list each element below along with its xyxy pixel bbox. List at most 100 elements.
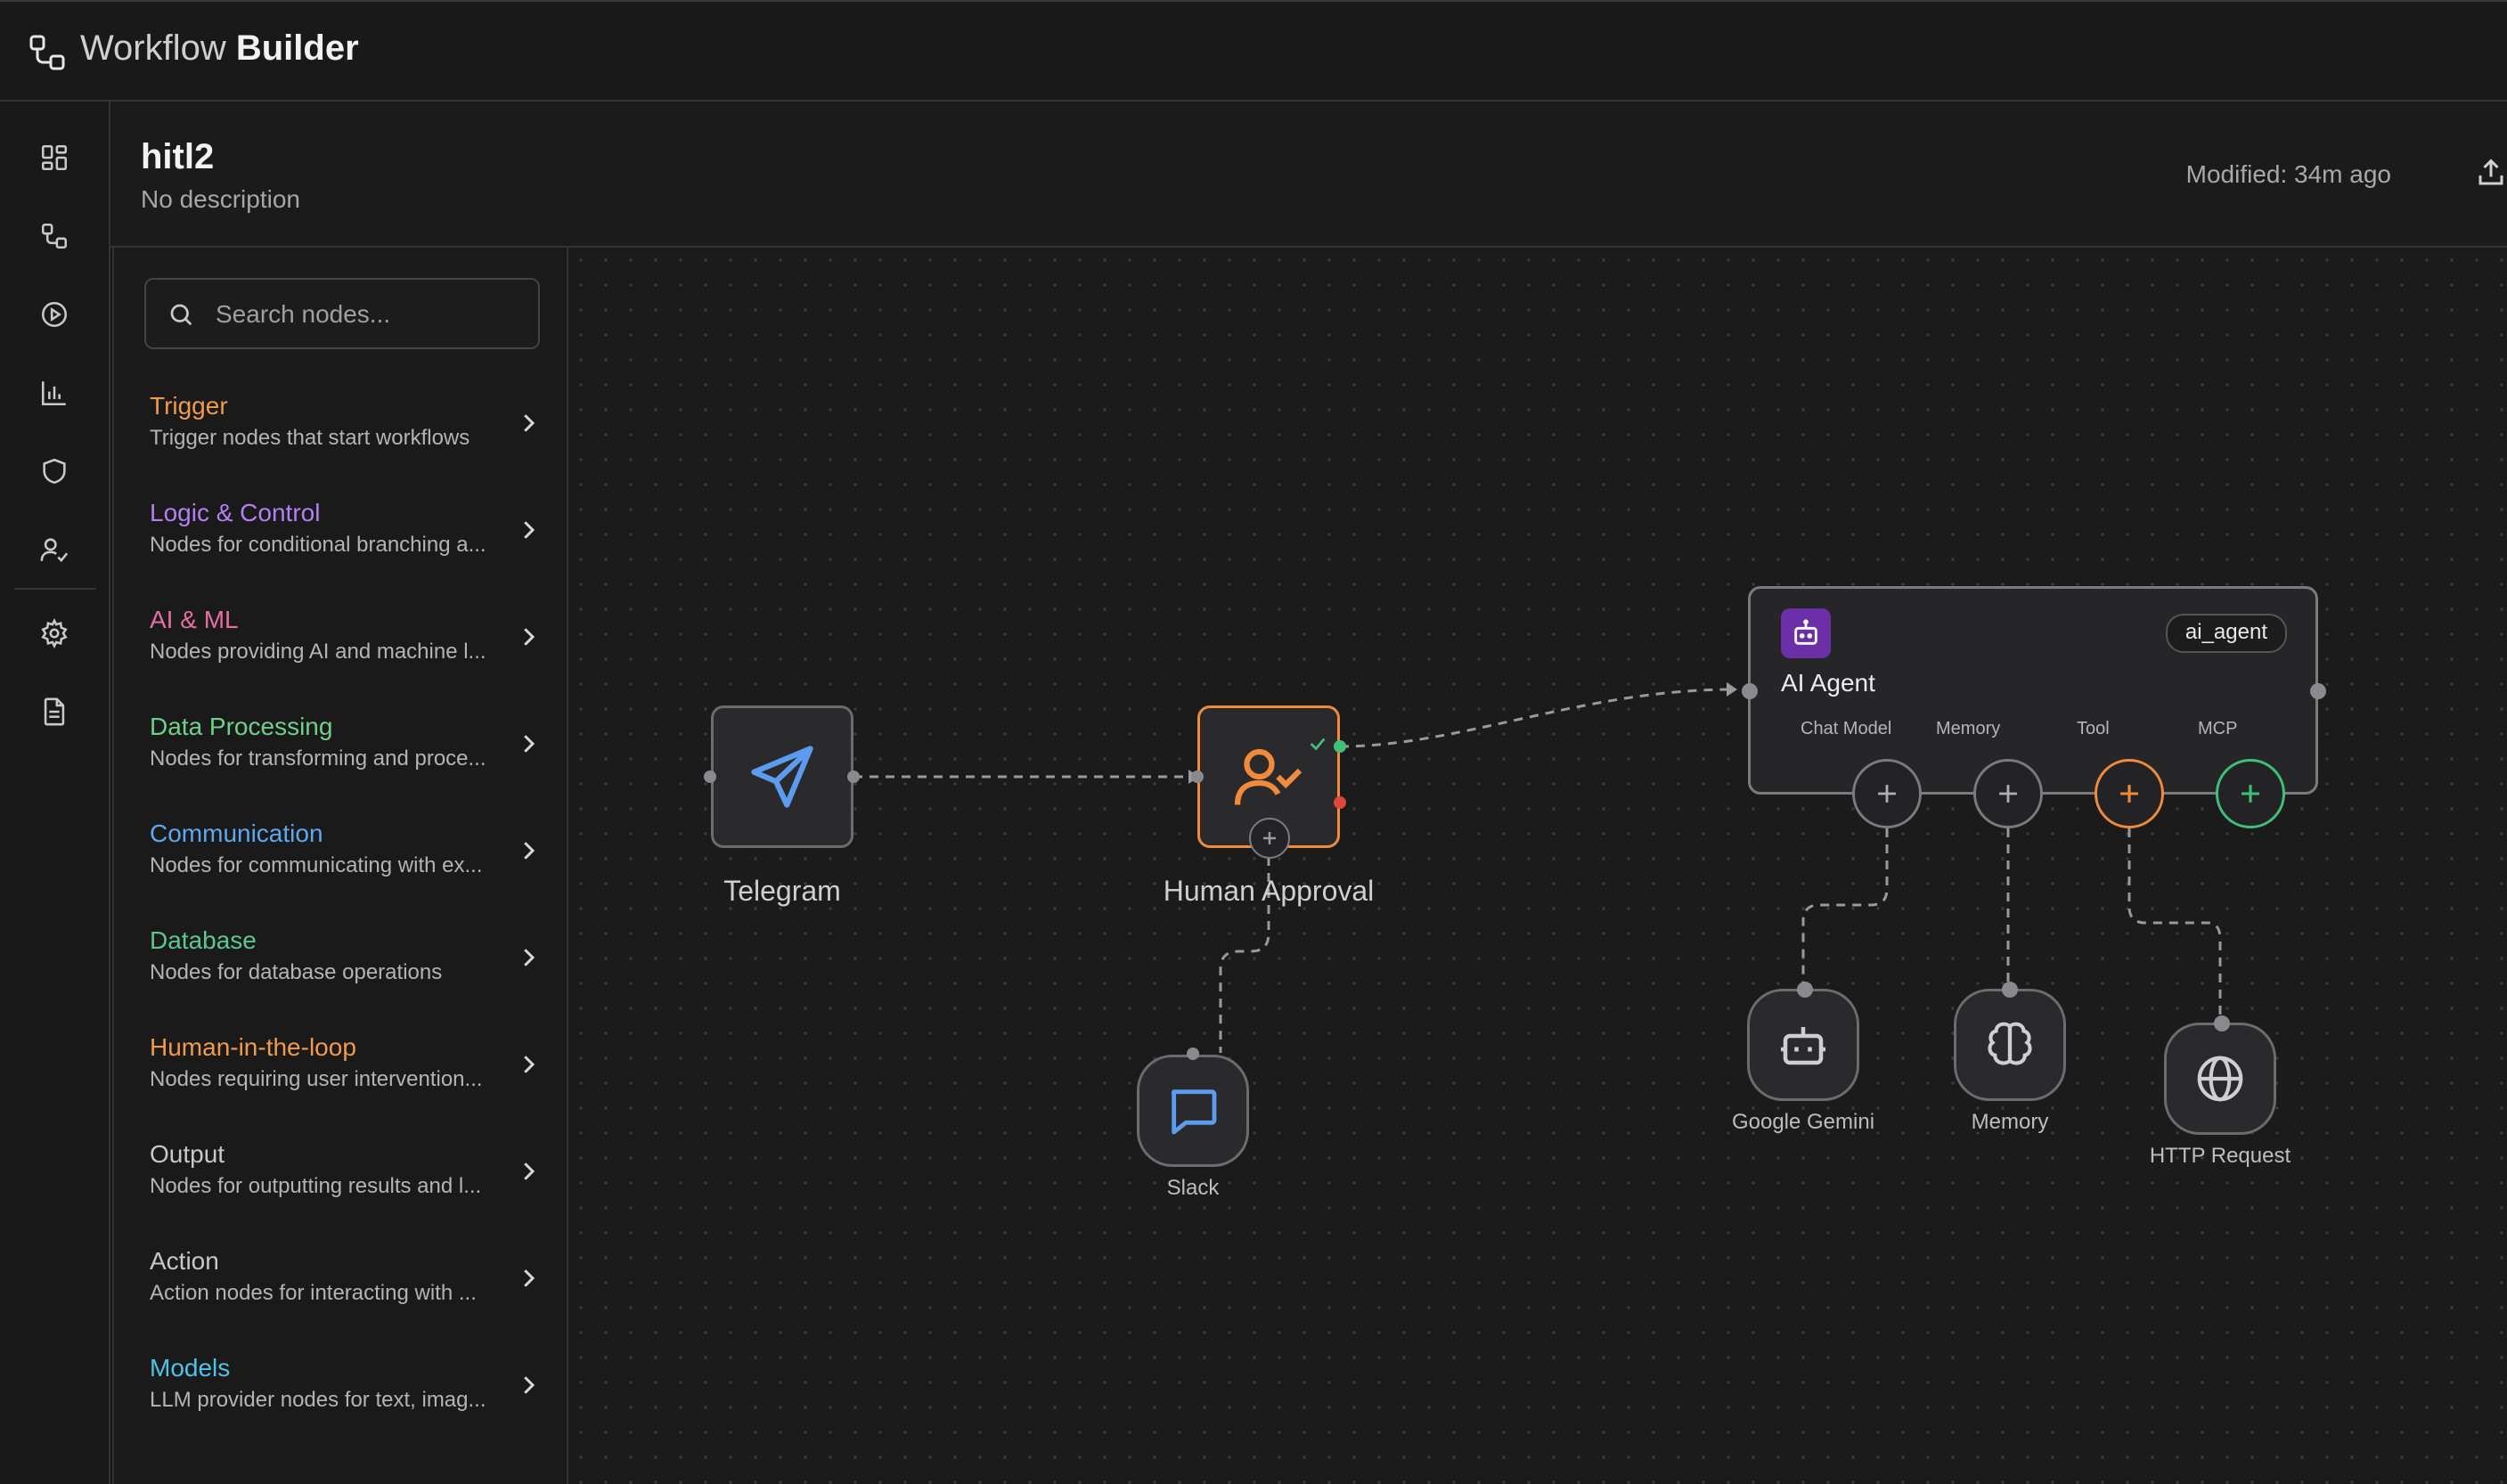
bot-icon: [1781, 1027, 1825, 1065]
chevron-right-icon: [524, 1376, 535, 1394]
ai-agent-badge: ai_agent: [2165, 614, 2287, 653]
add-mcp-button[interactable]: [2216, 759, 2285, 828]
slack-label: Slack: [1166, 1176, 1220, 1200]
http-request-node[interactable]: [2164, 1023, 2276, 1135]
category-description: Action nodes for interacting with ...: [150, 1281, 477, 1305]
send-icon: [751, 746, 813, 808]
category-description: Nodes for transforming and proce...: [150, 746, 486, 771]
plus-icon: [1263, 832, 1276, 844]
chevron-right-icon: [524, 521, 535, 539]
memory-port[interactable]: [2002, 982, 2018, 998]
search-input[interactable]: [214, 292, 529, 337]
modified-timestamp: Modified: 34m ago: [2185, 160, 2391, 188]
add-memory-button[interactable]: [1973, 759, 2043, 828]
edge-approval-slack: [1219, 841, 1270, 1053]
workflow-canvas[interactable]: Telegram Human Approval Slack AI Agent a…: [568, 248, 2507, 1484]
telegram-node[interactable]: [711, 705, 853, 848]
http-request-label: HTTP Request: [2149, 1144, 2291, 1168]
approval-add-button[interactable]: [1249, 818, 1290, 859]
app-title: Workflow Builder: [80, 29, 359, 69]
chevron-right-icon: [524, 735, 535, 753]
workflow-icon[interactable]: [34, 216, 75, 257]
telegram-output-port[interactable]: [847, 771, 860, 783]
category-title: Communication: [150, 819, 323, 847]
play-icon[interactable]: [34, 294, 75, 335]
gear-icon[interactable]: [34, 613, 75, 654]
top-bar: Workflow Builder: [0, 0, 2507, 102]
category-description: Nodes for conditional branching a...: [150, 533, 486, 557]
workflow-description[interactable]: No description: [141, 185, 300, 213]
dashboard-icon[interactable]: [34, 137, 75, 178]
agent-output-port[interactable]: [2310, 683, 2326, 699]
shield-icon[interactable]: [34, 451, 75, 492]
slack-input-port[interactable]: [1187, 1048, 1199, 1060]
message-icon: [1171, 1089, 1217, 1135]
edge-approval-agent: [1339, 688, 1733, 748]
category-title: Action: [150, 1247, 219, 1275]
chevron-right-icon: [524, 414, 535, 432]
slack-node[interactable]: [1137, 1055, 1249, 1167]
brain-icon: [1988, 1022, 2032, 1065]
rail-divider: [14, 588, 96, 590]
category-title: Logic & Control: [150, 499, 321, 526]
plus-icon: [2242, 785, 2259, 803]
google-gemini-label: Google Gemini: [1731, 1110, 1875, 1134]
approval-approved-port[interactable]: [1334, 740, 1346, 753]
category-description: Trigger nodes that start workflows: [150, 426, 470, 450]
slot-label-memory: Memory: [1936, 719, 2001, 738]
workflow-title[interactable]: hitl2: [141, 137, 215, 176]
arrowhead-agent: [1727, 682, 1737, 697]
category-title: Data Processing: [150, 713, 333, 740]
human-approval-label: Human Approval: [1163, 875, 1375, 907]
telegram-label: Telegram: [723, 875, 841, 907]
robot-icon: [1781, 608, 1831, 658]
agent-input-port[interactable]: [1742, 683, 1758, 699]
globe-icon: [2197, 1056, 2243, 1102]
chevron-right-icon: [524, 842, 535, 860]
export-icon[interactable]: [2475, 157, 2507, 189]
telegram-input-port[interactable]: [704, 771, 716, 783]
analytics-icon[interactable]: [34, 372, 75, 413]
chevron-right-icon: [524, 1162, 535, 1180]
category-title: Database: [150, 926, 257, 954]
approval-rejected-port[interactable]: [1334, 796, 1346, 809]
edge-chatmodel-gemini: [1801, 828, 1889, 987]
add-tool-button[interactable]: [2095, 759, 2164, 828]
memory-node[interactable]: [1954, 989, 2066, 1101]
add-chat-model-button[interactable]: [1852, 759, 1922, 828]
plus-icon: [2120, 785, 2138, 803]
search-box[interactable]: [144, 278, 540, 349]
connections: [853, 682, 2222, 1053]
chevron-right-icon: [524, 1269, 535, 1287]
gemini-port[interactable]: [1797, 982, 1813, 998]
user-check-icon[interactable]: [34, 529, 75, 570]
plus-icon: [1878, 785, 1896, 803]
google-gemini-node[interactable]: [1747, 989, 1859, 1101]
approval-input-port[interactable]: [1191, 771, 1204, 783]
app-title-light: Workflow: [80, 29, 226, 68]
slot-label-mcp: MCP: [2198, 719, 2238, 738]
left-rail: [0, 102, 110, 1484]
ai-agent-title: AI Agent: [1781, 669, 1875, 697]
ai-agent-node[interactable]: AI Agent ai_agent Chat Model Memory Tool…: [1748, 586, 2318, 795]
http-port[interactable]: [2214, 1015, 2230, 1031]
category-title: Models: [150, 1354, 231, 1382]
search-icon: [170, 304, 192, 326]
plus-icon: [1999, 785, 2017, 803]
document-icon[interactable]: [34, 691, 75, 732]
app-title-bold: Builder: [235, 29, 359, 68]
user-approve-icon: [1234, 748, 1302, 805]
category-description: LLM provider nodes for text, imag...: [150, 1388, 486, 1412]
category-description: Nodes providing AI and machine l...: [150, 640, 486, 664]
